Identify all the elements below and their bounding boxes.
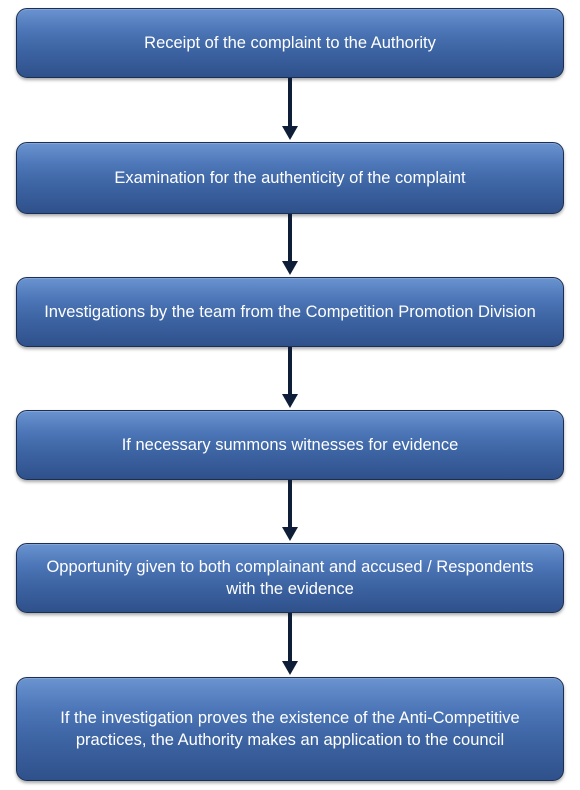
arrow-5-6-head (282, 661, 298, 675)
step-4-label: If necessary summons witnesses for evide… (121, 436, 459, 454)
step-5-label: Opportunity given to both complainant an… (46, 558, 534, 598)
step-2-label: Examination for the authenticity of the … (114, 169, 466, 187)
step-3-box: Investigations by the team from the Comp… (16, 277, 564, 347)
step-1-label: Receipt of the complaint to the Authorit… (144, 34, 436, 52)
arrow-1-2-head (282, 126, 298, 140)
step-1-box: Receipt of the complaint to the Authorit… (16, 8, 564, 78)
arrow-3-4-line (288, 347, 292, 394)
step-6-box: If the investigation proves the existenc… (16, 677, 564, 781)
step-3-label: Investigations by the team from the Comp… (44, 303, 536, 321)
step-2-box: Examination for the authenticity of the … (16, 142, 564, 214)
arrow-3-4-head (282, 394, 298, 408)
arrow-4-5-head (282, 527, 298, 541)
step-5-box: Opportunity given to both complainant an… (16, 543, 564, 613)
arrow-2-3-head (282, 261, 298, 275)
arrow-1-2-line (288, 78, 292, 126)
arrow-4-5-line (288, 480, 292, 527)
arrow-2-3-line (288, 214, 292, 261)
step-4-box: If necessary summons witnesses for evide… (16, 410, 564, 480)
arrow-5-6-line (288, 613, 292, 661)
step-6-label: If the investigation proves the existenc… (60, 709, 520, 749)
